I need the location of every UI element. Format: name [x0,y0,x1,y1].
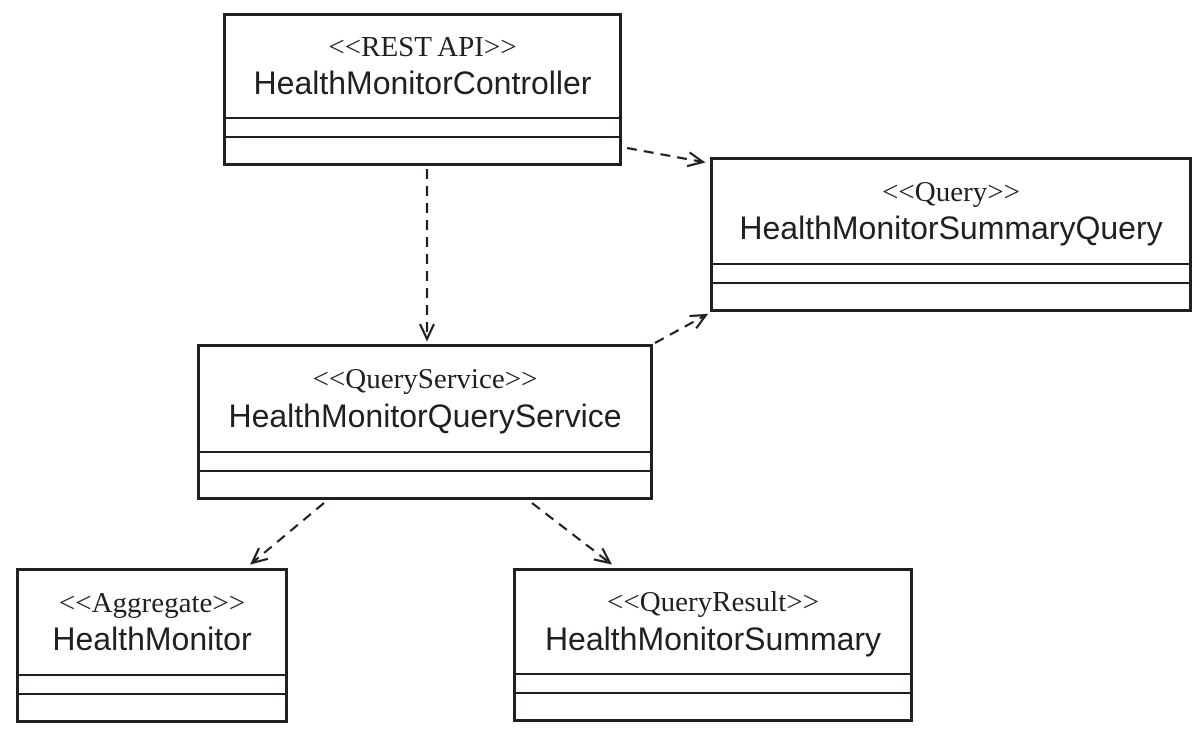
attributes-compartment [516,673,910,692]
operations-compartment [200,470,650,497]
attributes-compartment [226,117,619,136]
stereotype-label: <<Query>> [882,175,1020,208]
dependency-arrow-query-service-to-summary-query [654,313,709,344]
operations-compartment [516,692,910,719]
dependency-arrow-controller-to-summary-query [626,146,706,168]
class-box-health-monitor-summary-query: <<Query>> HealthMonitorSummaryQuery [710,157,1192,312]
stereotype-label: <<QueryService>> [312,363,538,396]
class-name-label: HealthMonitorQueryService [228,397,622,434]
class-box-health-monitor-query-service: <<QueryService>> HealthMonitorQueryServi… [197,344,653,500]
class-title-compartment: <<REST API>> HealthMonitorController [226,16,619,117]
class-name-label: HealthMonitor [52,621,252,658]
attributes-compartment [200,451,650,470]
attributes-compartment [713,263,1189,282]
attributes-compartment [19,674,285,693]
class-title-compartment: <<QueryResult>> HealthMonitorSummary [516,571,910,673]
operations-compartment [19,693,285,720]
dependency-arrow-query-service-to-summary [531,502,613,565]
stereotype-label: <<Aggregate>> [58,586,246,619]
class-name-label: HealthMonitorController [253,65,592,102]
class-title-compartment: <<QueryService>> HealthMonitorQueryServi… [200,347,650,451]
class-box-health-monitor: <<Aggregate>> HealthMonitor [16,568,288,723]
stereotype-label: <<QueryResult>> [606,586,819,619]
class-name-label: HealthMonitorSummaryQuery [739,210,1163,247]
operations-compartment [713,282,1189,309]
operations-compartment [226,136,619,163]
stereotype-label: <<REST API>> [328,30,517,63]
class-title-compartment: <<Aggregate>> HealthMonitor [19,571,285,674]
class-name-label: HealthMonitorSummary [544,620,882,657]
class-title-compartment: <<Query>> HealthMonitorSummaryQuery [713,160,1189,263]
class-box-health-monitor-summary: <<QueryResult>> HealthMonitorSummary [513,568,913,722]
dependency-arrow-query-service-to-health-monitor [250,502,325,565]
class-box-health-monitor-controller: <<REST API>> HealthMonitorController [223,13,622,166]
